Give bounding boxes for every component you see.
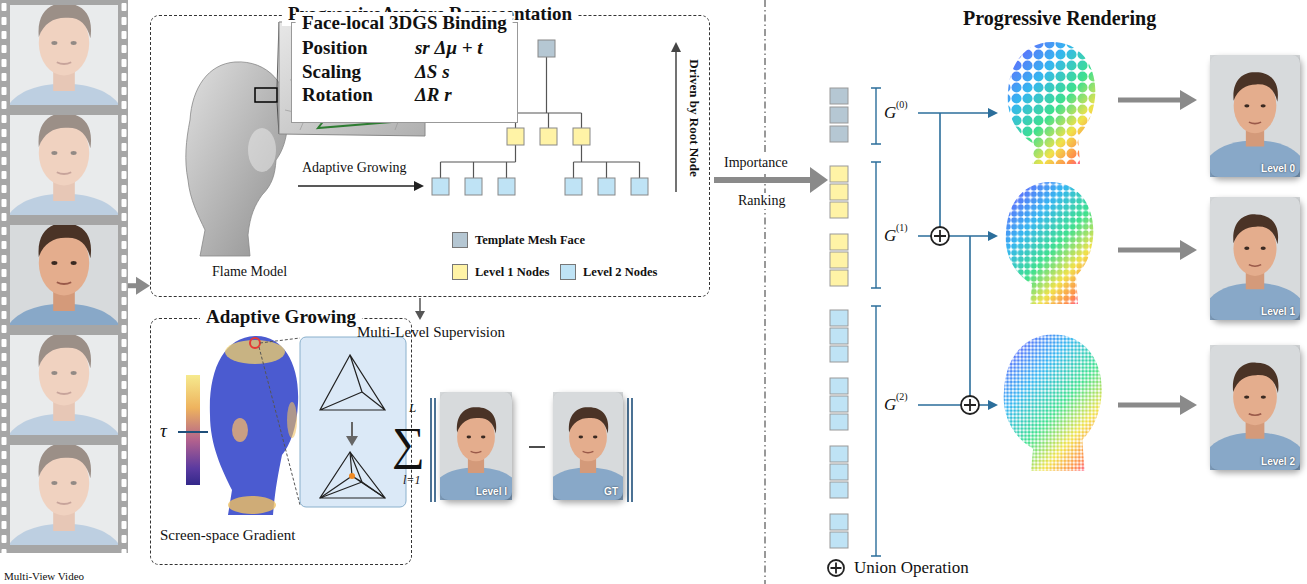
node-text: Position bbox=[296, 37, 403, 60]
set-index: (1) bbox=[896, 222, 908, 234]
arrow-head bbox=[136, 277, 150, 295]
video-strip: Multi-View Video bbox=[0, 0, 128, 584]
legend-text: Level 1 Nodes bbox=[475, 265, 549, 280]
union-symbol bbox=[826, 558, 846, 578]
arrow-label: Importance bbox=[722, 155, 790, 171]
set-symbol: G bbox=[884, 226, 896, 246]
caption-text: Flame Model bbox=[212, 264, 287, 280]
binding-box: Face-local 3DGS BindingPositionsr Δμ + t… bbox=[291, 22, 518, 123]
legend-swatch bbox=[560, 264, 576, 280]
threshold-symbol: τ bbox=[160, 420, 167, 442]
set-symbol: G bbox=[884, 395, 896, 415]
node-text: Level 2 bbox=[1261, 456, 1295, 467]
arrow-label: Ranking bbox=[736, 193, 787, 209]
set-index: (2) bbox=[896, 391, 908, 403]
section-heading: Progressive Rendering bbox=[963, 7, 1156, 30]
render-image: Level 0 bbox=[1210, 55, 1300, 177]
legend-swatch bbox=[452, 264, 468, 280]
node-text: Multi-View Video bbox=[4, 570, 84, 582]
node-text: Scaling bbox=[296, 61, 403, 84]
connector-arrow bbox=[128, 277, 150, 295]
caption-text: Screen-space Gradient bbox=[160, 527, 295, 544]
render-image: Level l bbox=[440, 392, 512, 500]
render-image: Level 1 bbox=[1210, 197, 1300, 320]
render-image: Level 2 bbox=[1210, 345, 1300, 470]
node-text: Adaptive Growing bbox=[200, 306, 362, 329]
node-text: Level l bbox=[476, 486, 507, 497]
legend-text: Level 2 Nodes bbox=[583, 265, 657, 280]
section-label: Multi-Level Supervision bbox=[357, 324, 505, 341]
legend-item: Union Operation bbox=[826, 558, 969, 578]
node-text: ΔR r bbox=[409, 84, 513, 107]
axis-label: Driven by Root Node bbox=[687, 59, 702, 176]
sum-symbol: ∑ bbox=[392, 418, 425, 471]
node-text: Level 0 bbox=[1261, 163, 1295, 174]
node-text: sr Δμ + t bbox=[409, 37, 513, 60]
union-symbol-cross bbox=[831, 563, 842, 574]
set-index: (0) bbox=[896, 99, 908, 111]
node-text: GT bbox=[604, 486, 618, 497]
union-symbol-ring bbox=[828, 560, 844, 576]
sum-limit: L bbox=[409, 401, 416, 416]
legend-item: Level 2 Nodes bbox=[560, 264, 657, 280]
sum-limit: l=1 bbox=[403, 474, 420, 488]
legend-item: Level 1 Nodes bbox=[452, 264, 549, 280]
legend-text: Union Operation bbox=[854, 558, 969, 578]
legend-text: Template Mesh Face bbox=[475, 233, 585, 248]
legend-item: Template Mesh Face bbox=[452, 232, 585, 248]
node-text: Face-local 3DGS Binding bbox=[296, 12, 513, 35]
arrow-label: Adaptive Growing bbox=[302, 160, 407, 176]
dashed-panel: ProgressiveAvatars RepresentationFace-lo… bbox=[150, 15, 710, 297]
node-text: Rotation bbox=[296, 84, 403, 107]
legend-swatch bbox=[452, 232, 468, 248]
node-text: ΔS s bbox=[409, 61, 513, 84]
gt-image: GT bbox=[553, 392, 623, 500]
set-symbol: G bbox=[884, 103, 896, 123]
node-text: Level 1 bbox=[1261, 306, 1295, 317]
